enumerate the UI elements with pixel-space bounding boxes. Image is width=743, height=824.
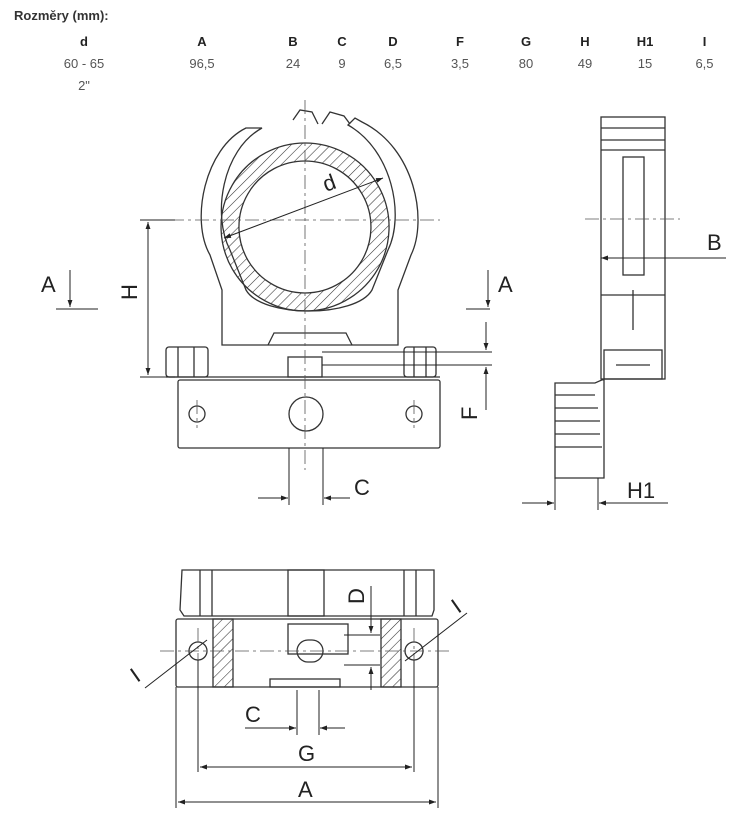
table-cell: 80 — [518, 55, 534, 71]
table-cell: 49 — [577, 55, 593, 71]
column-header: H — [580, 33, 590, 49]
b-label: B — [707, 230, 722, 255]
column-header: I — [702, 33, 707, 49]
top-view — [175, 569, 439, 688]
table-cell: 9 — [338, 55, 346, 71]
f-label: F — [457, 407, 482, 420]
side-view — [554, 116, 666, 479]
column-header: d — [80, 33, 88, 49]
side-foot — [603, 349, 663, 380]
a-bottom-label: A — [298, 777, 313, 802]
center-bolt-hole — [288, 396, 324, 432]
column-header: D — [388, 33, 398, 49]
left-foot — [165, 346, 209, 378]
table-cell: 6,5 — [695, 55, 714, 71]
side-dimensions — [522, 255, 726, 510]
front-dimensions — [56, 177, 492, 505]
table-header-row: d A B C D F G H H1 I — [28, 30, 733, 52]
table-cell: 6,5 — [383, 55, 403, 71]
column-header: F — [456, 33, 464, 49]
h-label: H — [117, 284, 142, 300]
i-left-label: I — [126, 663, 145, 687]
base-plate — [177, 379, 441, 449]
a-left-label: A — [41, 272, 56, 297]
top-body — [179, 569, 435, 617]
d-label: d — [319, 169, 339, 197]
dimensions-table: d A B C D F G H H1 I 60 - 65 96,5 24 9 6… — [28, 30, 733, 96]
front-view — [165, 109, 441, 449]
a-right-label: A — [498, 272, 513, 297]
right-rib-hatched — [380, 618, 402, 688]
snap-tabs — [292, 109, 351, 125]
i-right-leader — [404, 612, 468, 662]
center-slot — [287, 623, 349, 655]
top-dimensions — [144, 586, 468, 808]
pipe-saddle — [267, 332, 353, 346]
column-header: H1 — [636, 33, 654, 49]
table-row: 2" — [28, 74, 733, 96]
g-label: G — [298, 741, 315, 766]
side-base — [554, 377, 605, 479]
side-slot — [622, 156, 645, 276]
left-rib-hatched — [212, 618, 234, 688]
side-body — [600, 116, 666, 380]
i-left-leader — [144, 639, 208, 689]
table-row: 60 - 65 96,5 24 9 6,5 3,5 80 49 15 6,5 — [28, 52, 733, 74]
i-right-label: I — [447, 594, 466, 618]
d-dimension-line — [223, 177, 384, 239]
top-centerlines — [160, 628, 450, 674]
bottom-pad — [269, 678, 341, 688]
c-front-label: C — [354, 475, 370, 500]
column-header: C — [337, 33, 347, 49]
table-cell: 15 — [637, 55, 653, 71]
column-header: B — [288, 33, 298, 49]
column-header: G — [520, 33, 532, 49]
table-cell: 2" — [78, 77, 90, 93]
table-cell: 24 — [285, 55, 301, 71]
c-bottom-label: C — [245, 702, 261, 727]
d-label-top: D — [344, 588, 369, 604]
front-centerlines — [145, 100, 440, 470]
table-cell: 60 - 65 — [63, 55, 105, 71]
column-header: A — [197, 33, 207, 49]
h1-label: H1 — [627, 478, 655, 503]
dimensions-heading: Rozměry (mm): — [14, 8, 109, 23]
table-cell: 3,5 — [450, 55, 470, 71]
top-center-lug — [287, 569, 325, 617]
table-cell: 96,5 — [189, 55, 215, 71]
